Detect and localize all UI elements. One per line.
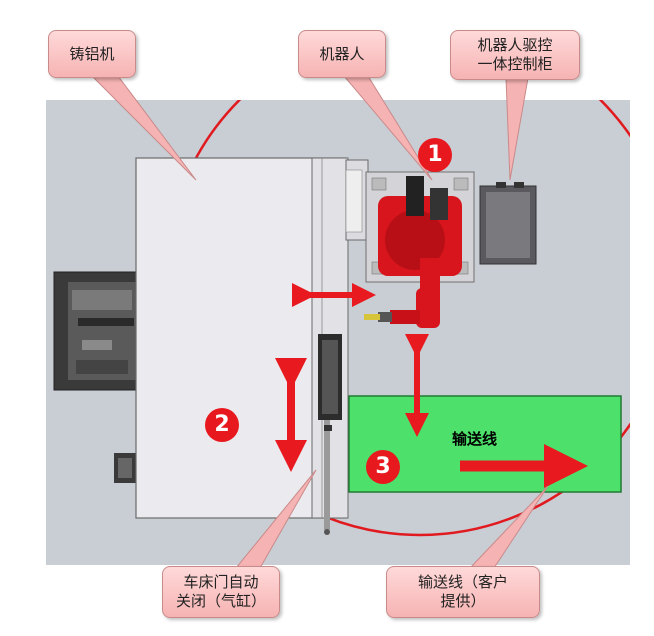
callout-door-cylinder: 车床门自动 关闭（气缸） (162, 566, 280, 618)
callout-casting-label: 铸铝机 (69, 44, 115, 63)
callout-robot-label: 机器人 (319, 44, 365, 63)
callout-door-line2: 关闭（气缸） (175, 592, 266, 610)
callout-conveyor-line1: 输送线（客户 (417, 573, 508, 591)
callout-door-line1: 车床门自动 (183, 573, 259, 591)
callout-cabinet-line1: 机器人驱控 (477, 36, 553, 54)
feeder-unit (53, 271, 141, 483)
callout-conveyor-line2: 提供） (440, 592, 486, 610)
marker-3: 3 (366, 450, 400, 484)
callout-cabinet-line2: 一体控制柜 (477, 55, 553, 73)
marker-2: 2 (205, 408, 239, 442)
control-cabinet (479, 182, 537, 265)
callout-control-cabinet: 机器人驱控 一体控制柜 (450, 30, 580, 80)
conveyor-label: 输送线 (452, 430, 498, 448)
robot-arm (364, 176, 462, 328)
callout-robot: 机器人 (298, 30, 386, 78)
marker-1: 1 (418, 138, 452, 172)
callout-casting-machine: 铸铝机 (48, 30, 136, 78)
door-cylinder (318, 334, 342, 535)
callout-conveyor: 输送线（客户 提供） (386, 566, 540, 618)
